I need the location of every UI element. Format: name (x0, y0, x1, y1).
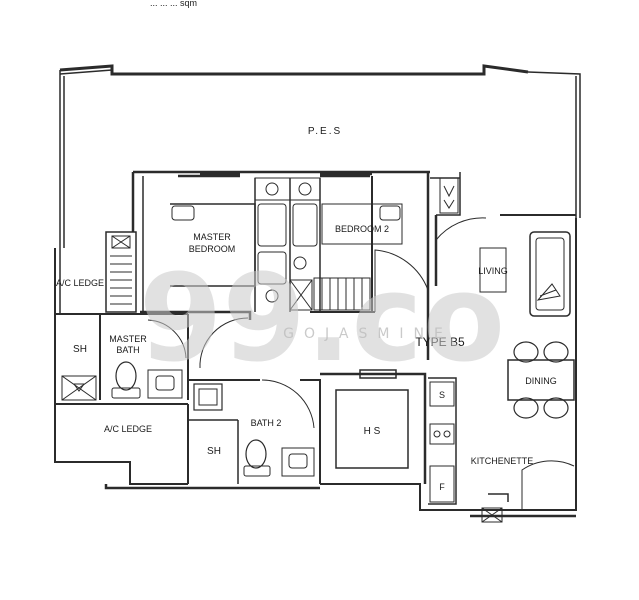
bath2-walls (187, 379, 321, 484)
unit-type-label: TYPE B5 (415, 335, 465, 349)
kitchenette-label: KITCHENETTE (471, 456, 534, 466)
main-door (521, 460, 575, 510)
kitchen-counter (428, 377, 457, 505)
dining-set (507, 341, 575, 419)
watermark-subtext: GOJASMINE (283, 326, 453, 342)
master-bath-door (199, 317, 249, 369)
storage-hatch (313, 277, 371, 311)
sink-label: S (439, 390, 445, 400)
hs-label: H S (364, 426, 381, 437)
ac-ledge-bottom-label: A/C LEDGE (104, 424, 152, 434)
pes-label: P.E.S (308, 126, 342, 137)
master-bath-label-line1: MASTER (109, 334, 147, 344)
master-bedroom-label-line2: BEDROOM (189, 244, 236, 254)
dining-label: DINING (525, 376, 557, 386)
wardrobe-fixtures (254, 177, 459, 311)
living-walls (435, 214, 576, 241)
beds (170, 203, 403, 287)
dbs-box-cross (481, 507, 503, 523)
bedroom2-door (374, 249, 429, 312)
master-bath-fixtures (111, 319, 187, 399)
header-text: ... ... ... sqm (150, 0, 197, 8)
watermark-logo: 99.co (139, 250, 505, 389)
left-service-walls (55, 231, 189, 405)
master-bath-label-line2: BATH (116, 345, 139, 355)
outer-walls (54, 64, 581, 518)
sofa (529, 231, 571, 317)
bath2-door (261, 379, 315, 429)
bedroom2-label: BEDROOM 2 (335, 224, 389, 234)
tv-console (479, 247, 507, 293)
fridge-label: F (439, 482, 445, 492)
bath2-fixtures (243, 439, 315, 477)
meter-box (488, 493, 509, 502)
hs-walls (320, 369, 427, 484)
master-bedroom-label-line1: MASTER (193, 232, 231, 242)
sh-left-label: SH (73, 344, 87, 355)
living-label: LIVING (478, 266, 508, 276)
sh-bath2-label: SH (207, 446, 221, 457)
dbs-box (481, 507, 503, 523)
bath2-label: BATH 2 (251, 418, 282, 428)
ac-ledge-left-label: A/C LEDGE (56, 278, 104, 288)
